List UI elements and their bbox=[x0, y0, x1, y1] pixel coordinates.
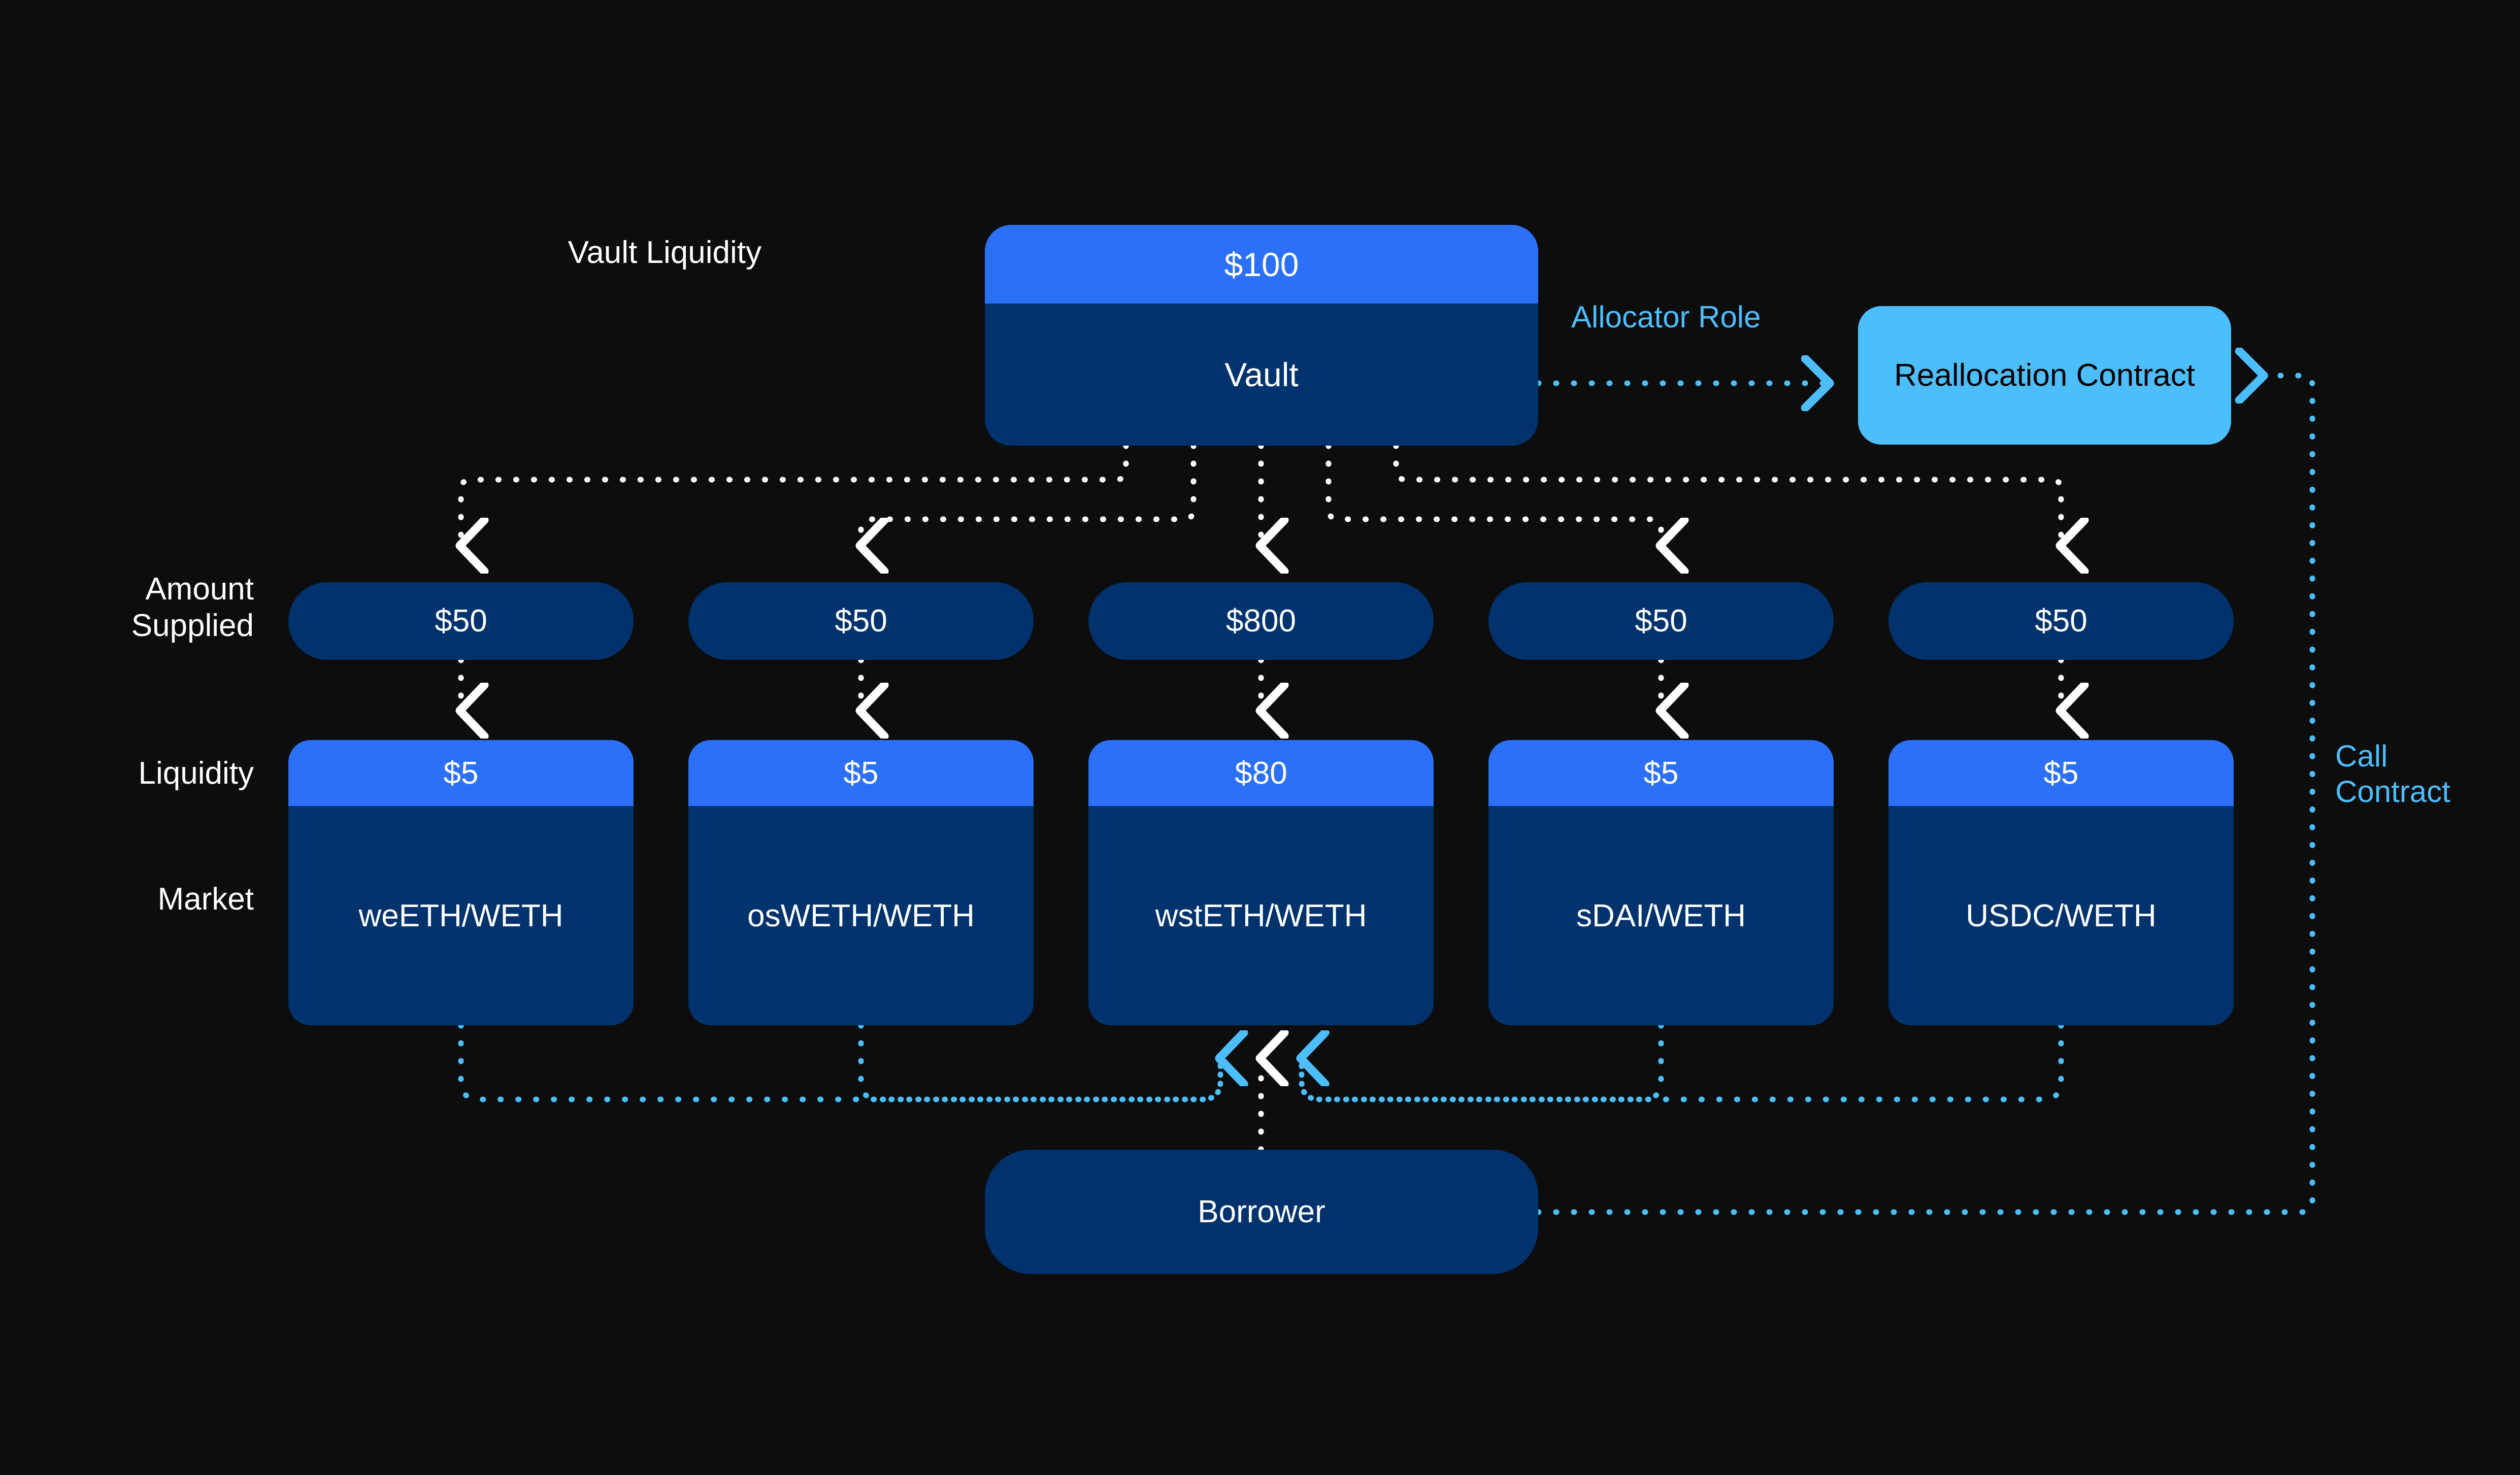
amount-supplied-value: $800 bbox=[1226, 604, 1296, 639]
market-card[interactable]: $5 weETH/WETH bbox=[288, 740, 634, 1025]
amount-supplied-pill[interactable]: $800 bbox=[1088, 582, 1434, 660]
market-body: sDAI/WETH bbox=[1488, 806, 1834, 1025]
market-card[interactable]: $5 osWETH/WETH bbox=[688, 740, 1034, 1025]
market-liquidity-band: $5 bbox=[688, 740, 1034, 806]
amount-supplied-value: $50 bbox=[435, 604, 487, 639]
market-liquidity-band: $5 bbox=[1888, 740, 2234, 806]
label-allocator-role: Allocator Role bbox=[1571, 300, 1761, 334]
market-liquidity-value: $80 bbox=[1235, 755, 1287, 791]
market-name: weETH/WETH bbox=[358, 898, 563, 933]
label-market: Market bbox=[157, 882, 254, 917]
amount-supplied-value: $50 bbox=[1635, 604, 1687, 639]
market-name: wstETH/WETH bbox=[1155, 898, 1367, 933]
reallocation-contract-node[interactable]: Reallocation Contract bbox=[1858, 306, 2231, 445]
market-liquidity-value: $5 bbox=[2043, 755, 2079, 791]
amount-supplied-pill[interactable]: $50 bbox=[1488, 582, 1834, 660]
amount-supplied-pill[interactable]: $50 bbox=[688, 582, 1034, 660]
market-liquidity-band: $5 bbox=[288, 740, 634, 806]
market-body: USDC/WETH bbox=[1888, 806, 2234, 1025]
vault-name: Vault bbox=[1224, 356, 1299, 393]
market-liquidity-value: $5 bbox=[843, 755, 879, 791]
vault-body: Vault bbox=[985, 304, 1538, 446]
amount-supplied-pill[interactable]: $50 bbox=[288, 582, 634, 660]
market-body: wstETH/WETH bbox=[1088, 806, 1434, 1025]
market-card[interactable]: $80 wstETH/WETH bbox=[1088, 740, 1434, 1025]
borrower-node[interactable]: Borrower bbox=[985, 1150, 1538, 1274]
label-call-contract: Call Contract bbox=[2335, 739, 2450, 809]
vault-node[interactable]: $100 Vault bbox=[985, 225, 1538, 446]
vault-liquidity-band: $100 bbox=[985, 225, 1538, 304]
market-liquidity-value: $5 bbox=[443, 755, 479, 791]
market-body: osWETH/WETH bbox=[688, 806, 1034, 1025]
market-card[interactable]: $5 USDC/WETH bbox=[1888, 740, 2234, 1025]
amount-supplied-value: $50 bbox=[2035, 604, 2087, 639]
label-vault-liquidity: Vault Liquidity bbox=[568, 235, 761, 270]
borrower-label: Borrower bbox=[1198, 1194, 1325, 1229]
amount-supplied-value: $50 bbox=[835, 604, 887, 639]
market-name: USDC/WETH bbox=[1966, 898, 2157, 933]
label-amount-supplied: Amount Supplied bbox=[131, 572, 254, 643]
vault-liquidity-amount: $100 bbox=[1224, 245, 1299, 283]
market-body: weETH/WETH bbox=[288, 806, 634, 1025]
market-liquidity-value: $5 bbox=[1643, 755, 1679, 791]
market-card[interactable]: $5 sDAI/WETH bbox=[1488, 740, 1834, 1025]
market-liquidity-band: $5 bbox=[1488, 740, 1834, 806]
market-name: sDAI/WETH bbox=[1576, 898, 1746, 933]
label-liquidity: Liquidity bbox=[138, 756, 254, 791]
amount-supplied-pill[interactable]: $50 bbox=[1888, 582, 2234, 660]
market-name: osWETH/WETH bbox=[747, 898, 975, 933]
market-liquidity-band: $80 bbox=[1088, 740, 1434, 806]
reallocation-contract-label: Reallocation Contract bbox=[1894, 357, 2195, 393]
